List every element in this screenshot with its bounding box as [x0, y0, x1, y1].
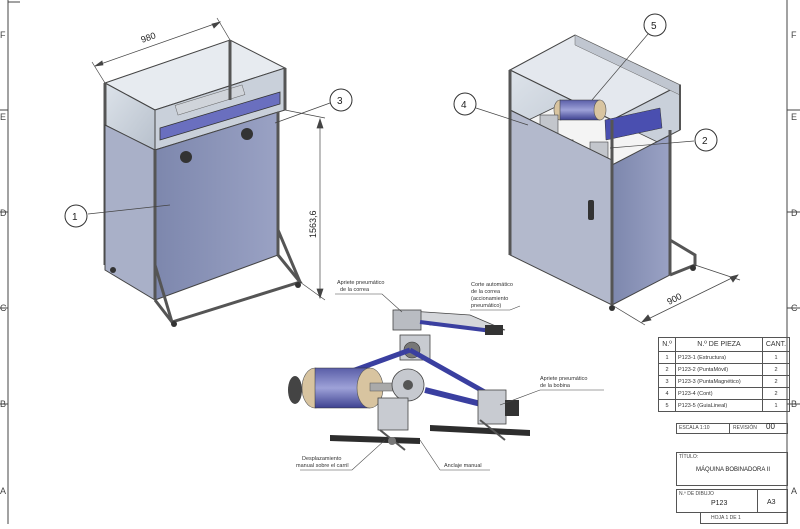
dimension-height-label: 1563,6: [308, 210, 318, 238]
bom-header-part: N.º DE PIEZA: [675, 337, 763, 352]
tb-revision-cell: REVISIÓN 00: [729, 422, 788, 434]
zone-label-left-e: E: [0, 112, 6, 122]
balloon-2: [694, 128, 718, 152]
tb-revision-label: REVISIÓN: [733, 425, 757, 431]
table-row: 3 P123-3 (PuntaMagnético) 2: [658, 375, 790, 388]
balloon-5-label: 5: [651, 21, 657, 32]
callout-corte-2: de la correa: [471, 289, 501, 295]
dimension-width: [91, 17, 231, 84]
callout-apriete-correa-1: Apriete pneumático: [337, 280, 384, 286]
bom-part: P123-3 (PuntaMagnético): [675, 375, 763, 388]
callout-corte-1: Corte automático: [471, 282, 513, 288]
bom-number: 1: [658, 351, 676, 364]
tb-hoja-value: HOJA 1 DE 1: [711, 515, 741, 521]
dimension-depth-label: 900: [665, 291, 683, 307]
zone-labels: F E D C B A F E D C B A: [0, 30, 798, 496]
zone-label-right-a: A: [791, 486, 797, 496]
balloon-2-label: 2: [702, 136, 708, 147]
bom-qty: 2: [762, 375, 790, 388]
tb-size-cell: A3: [757, 489, 788, 513]
zone-label-right-e: E: [791, 112, 797, 122]
zone-label-right-b: B: [791, 399, 797, 409]
tb-dibujo-value: P123: [711, 500, 728, 507]
bom-qty: 2: [762, 363, 790, 376]
balloon-3-label: 3: [337, 96, 343, 107]
callout-anclaje: Anclaje manual: [444, 463, 482, 469]
tb-titulo-value: MÁQUINA BOBINADORA II: [696, 467, 771, 473]
zone-label-left-f: F: [0, 30, 6, 40]
mechanism-detail: [288, 309, 530, 451]
callout-apriete-correa-2: de la correa: [340, 287, 370, 293]
bom-number: 4: [658, 387, 676, 400]
bom-part: P123-2 (PuntaMóvil): [675, 363, 763, 376]
bom-header-number: N.º: [658, 337, 676, 352]
tb-revision-value: 00: [766, 422, 775, 431]
balloon-4: [453, 92, 477, 116]
bom-qty: 1: [762, 351, 790, 364]
tb-size-value: A3: [767, 499, 776, 506]
zone-label-left-a: A: [0, 486, 6, 496]
callout-corte-4: pneumático): [471, 303, 501, 309]
table-row: 5 P123-5 (GuiaLineal) 1: [658, 399, 790, 412]
callout-desplazamiento-2: manual sobre el carril: [296, 463, 349, 469]
balloon-5: [643, 13, 667, 37]
dimension-depth: [611, 264, 741, 326]
tb-escala-cell: ESCALA 1:10: [676, 423, 730, 434]
callouts: Apriete pneumático de la correa Corte au…: [296, 280, 587, 469]
tb-titulo-cell: TÍTULO: MÁQUINA BOBINADORA II: [676, 452, 788, 486]
dimension-height: [284, 109, 326, 301]
bom-number: 2: [658, 363, 676, 376]
balloon-1-label: 1: [72, 212, 78, 223]
zone-label-right-d: D: [791, 208, 798, 218]
bom-part: P123-4 (Cont): [675, 387, 763, 400]
zone-label-left-c: C: [0, 303, 7, 313]
tb-dibujo-cell: N.º DE DIBUJO P123: [676, 489, 758, 513]
zone-label-left-b: B: [0, 399, 6, 409]
bom-qty: 2: [762, 387, 790, 400]
machine-front-view: [103, 39, 303, 327]
zone-label-right-f: F: [791, 30, 797, 40]
bom-table: N.º N.º DE PIEZA CANT. 1 P123-1 (Estruct…: [658, 337, 790, 412]
balloon-4-label: 4: [461, 100, 467, 111]
bom-part: P123-1 (Estructura): [675, 351, 763, 364]
table-row: 4 P123-4 (Cont) 2: [658, 387, 790, 400]
callout-desplazamiento-1: Desplazamiento: [302, 456, 341, 462]
tb-titulo-label: TÍTULO:: [679, 454, 699, 460]
table-row: 1 P123-1 (Estructura) 1: [658, 351, 790, 364]
zone-label-left-d: D: [0, 208, 7, 218]
tb-hoja-cell: HOJA 1 DE 1: [700, 512, 788, 524]
bom-header-qty: CANT.: [762, 337, 790, 352]
tb-escala-label: ESCALA 1:10: [679, 425, 710, 431]
bom-qty: 1: [762, 399, 790, 412]
callout-corte-3: (accionamiento: [471, 296, 508, 302]
machine-iso-view: [508, 34, 697, 311]
bom-header-row: N.º N.º DE PIEZA CANT.: [658, 337, 790, 352]
bom-number: 3: [658, 375, 676, 388]
bom-number: 5: [658, 399, 676, 412]
zone-label-right-c: C: [791, 303, 798, 313]
callout-apriete-bobina-2: de la bobina: [540, 383, 571, 389]
dimension-width-label: 980: [140, 30, 157, 44]
balloon-1: [64, 204, 88, 228]
tb-dibujo-label: N.º DE DIBUJO: [679, 491, 714, 497]
bom-part: P123-5 (GuiaLineal): [675, 399, 763, 412]
balloon-3: [329, 88, 353, 112]
callout-leaders: [300, 293, 604, 471]
table-row: 2 P123-2 (PuntaMóvil) 2: [658, 363, 790, 376]
callout-apriete-bobina-1: Apriete pneumático: [540, 376, 587, 382]
